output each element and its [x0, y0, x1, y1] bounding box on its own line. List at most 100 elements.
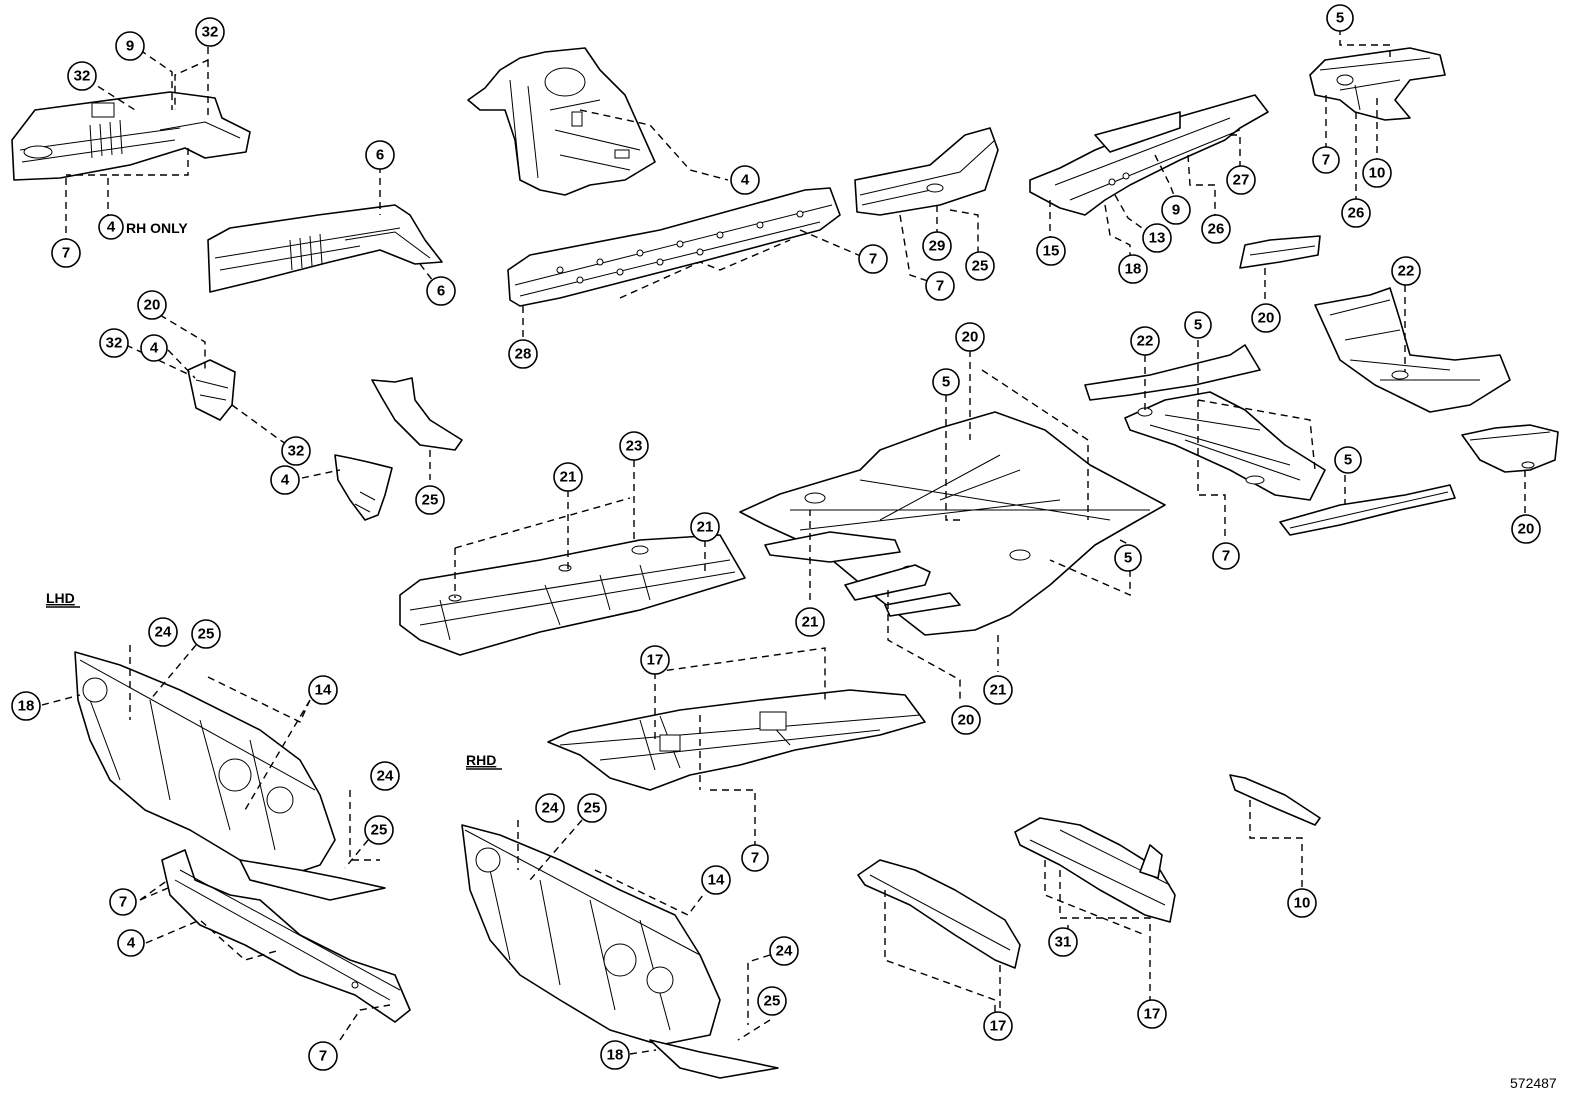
callout: 22 — [1130, 326, 1160, 356]
callout: 24 — [535, 793, 565, 823]
svg-text:24: 24 — [155, 624, 172, 641]
svg-text:21: 21 — [697, 519, 714, 536]
svg-text:4: 4 — [127, 935, 136, 952]
callout: 25 — [191, 619, 221, 649]
part-gusset-left — [187, 359, 236, 421]
callout: 17 — [1137, 999, 1167, 1029]
svg-text:20: 20 — [958, 712, 975, 729]
callout: 15 — [1036, 236, 1066, 266]
svg-text:21: 21 — [990, 682, 1007, 699]
callout: 18 — [11, 691, 41, 721]
part-rear-floor-side-member — [1029, 94, 1269, 216]
callout: 21 — [553, 462, 583, 492]
callout: 20 — [137, 290, 167, 320]
callout: 9 — [115, 31, 145, 61]
svg-text:22: 22 — [1398, 263, 1415, 280]
callout: 25 — [415, 485, 445, 515]
callout: 25 — [965, 251, 995, 281]
callout: 21 — [795, 607, 825, 637]
callout: 29 — [922, 231, 952, 261]
svg-text:10: 10 — [1294, 895, 1311, 912]
part-rear-cross-member — [1309, 47, 1446, 121]
part-dash-panel-lhd — [74, 651, 386, 901]
callout: 20 — [1511, 514, 1541, 544]
part-rear-floor-pan — [1314, 287, 1511, 413]
callout: 28 — [508, 339, 538, 369]
svg-text:17: 17 — [647, 652, 664, 669]
callout: 22 — [1391, 256, 1421, 286]
svg-text:25: 25 — [764, 993, 781, 1010]
svg-text:24: 24 — [542, 800, 559, 817]
svg-text:7: 7 — [1222, 548, 1230, 565]
svg-text:5: 5 — [1336, 10, 1344, 27]
svg-text:32: 32 — [288, 443, 305, 460]
part-dash-panel-rhd — [461, 824, 779, 1079]
svg-text:27: 27 — [1233, 172, 1250, 189]
callout: 5 — [1326, 4, 1354, 32]
svg-text:7: 7 — [62, 245, 70, 262]
callout: 7 — [858, 244, 888, 274]
part-dash-cross-member-lhd — [161, 849, 411, 1023]
svg-text:4: 4 — [281, 472, 290, 489]
svg-text:9: 9 — [1172, 202, 1180, 219]
svg-text:26: 26 — [1208, 221, 1225, 238]
callout: 7 — [1312, 146, 1340, 174]
parts-layer — [11, 47, 1559, 1079]
svg-text:6: 6 — [437, 283, 445, 300]
document-id: 572487 — [1510, 1075, 1557, 1091]
callout: 4 — [117, 929, 145, 957]
svg-text:17: 17 — [990, 1018, 1007, 1035]
text-labels: RH ONLY LHD RHD 572487 — [46, 220, 1557, 1091]
callout: 32 — [195, 17, 225, 47]
part-floor-crossmembers — [764, 531, 961, 617]
label-lhd: LHD — [46, 590, 75, 606]
callout: 27 — [1226, 165, 1256, 195]
svg-text:25: 25 — [972, 258, 989, 275]
part-rear-floor-rail — [1279, 484, 1456, 536]
callout: 10 — [1287, 888, 1317, 918]
part-rear-bracket-10 — [1229, 774, 1321, 826]
svg-text:7: 7 — [1322, 152, 1330, 169]
callout: 26 — [1201, 214, 1231, 244]
part-bracket-left-upper — [371, 377, 463, 451]
callout: 25 — [757, 986, 787, 1016]
callout: 17 — [640, 645, 670, 675]
callout: 7 — [109, 888, 137, 916]
svg-text:7: 7 — [751, 850, 759, 867]
callout: 31 — [1048, 927, 1078, 957]
callout: 23 — [619, 431, 649, 461]
callout: 7 — [51, 238, 81, 268]
svg-text:31: 31 — [1055, 934, 1072, 951]
part-rocker-inner — [507, 187, 841, 307]
svg-text:32: 32 — [74, 68, 91, 85]
svg-text:13: 13 — [1149, 230, 1166, 247]
svg-text:24: 24 — [377, 768, 394, 785]
callout: 25 — [364, 815, 394, 845]
svg-text:5: 5 — [1124, 550, 1132, 567]
callout: 25 — [577, 793, 607, 823]
callout: 20 — [1251, 303, 1281, 333]
svg-text:25: 25 — [371, 822, 388, 839]
svg-text:4: 4 — [150, 340, 159, 357]
svg-text:20: 20 — [144, 297, 161, 314]
svg-text:25: 25 — [584, 800, 601, 817]
callout: 5 — [932, 368, 960, 396]
svg-text:15: 15 — [1043, 243, 1060, 260]
svg-text:4: 4 — [741, 172, 750, 189]
svg-text:26: 26 — [1348, 205, 1365, 222]
svg-text:32: 32 — [202, 24, 219, 41]
callout: 5 — [1334, 446, 1362, 474]
part-bracket-20-lower — [1461, 424, 1559, 473]
callout: 14 — [701, 865, 731, 895]
part-bracket-20-upper — [1239, 235, 1321, 269]
callout: 24 — [769, 936, 799, 966]
svg-text:6: 6 — [376, 147, 384, 164]
callout: 7 — [925, 271, 955, 301]
svg-text:25: 25 — [198, 626, 215, 643]
svg-text:21: 21 — [560, 469, 577, 486]
callout: 4 — [98, 214, 124, 240]
svg-text:18: 18 — [607, 1047, 624, 1064]
svg-text:20: 20 — [962, 329, 979, 346]
label-rh-only: RH ONLY — [126, 220, 188, 236]
callout: 13 — [1142, 223, 1172, 253]
